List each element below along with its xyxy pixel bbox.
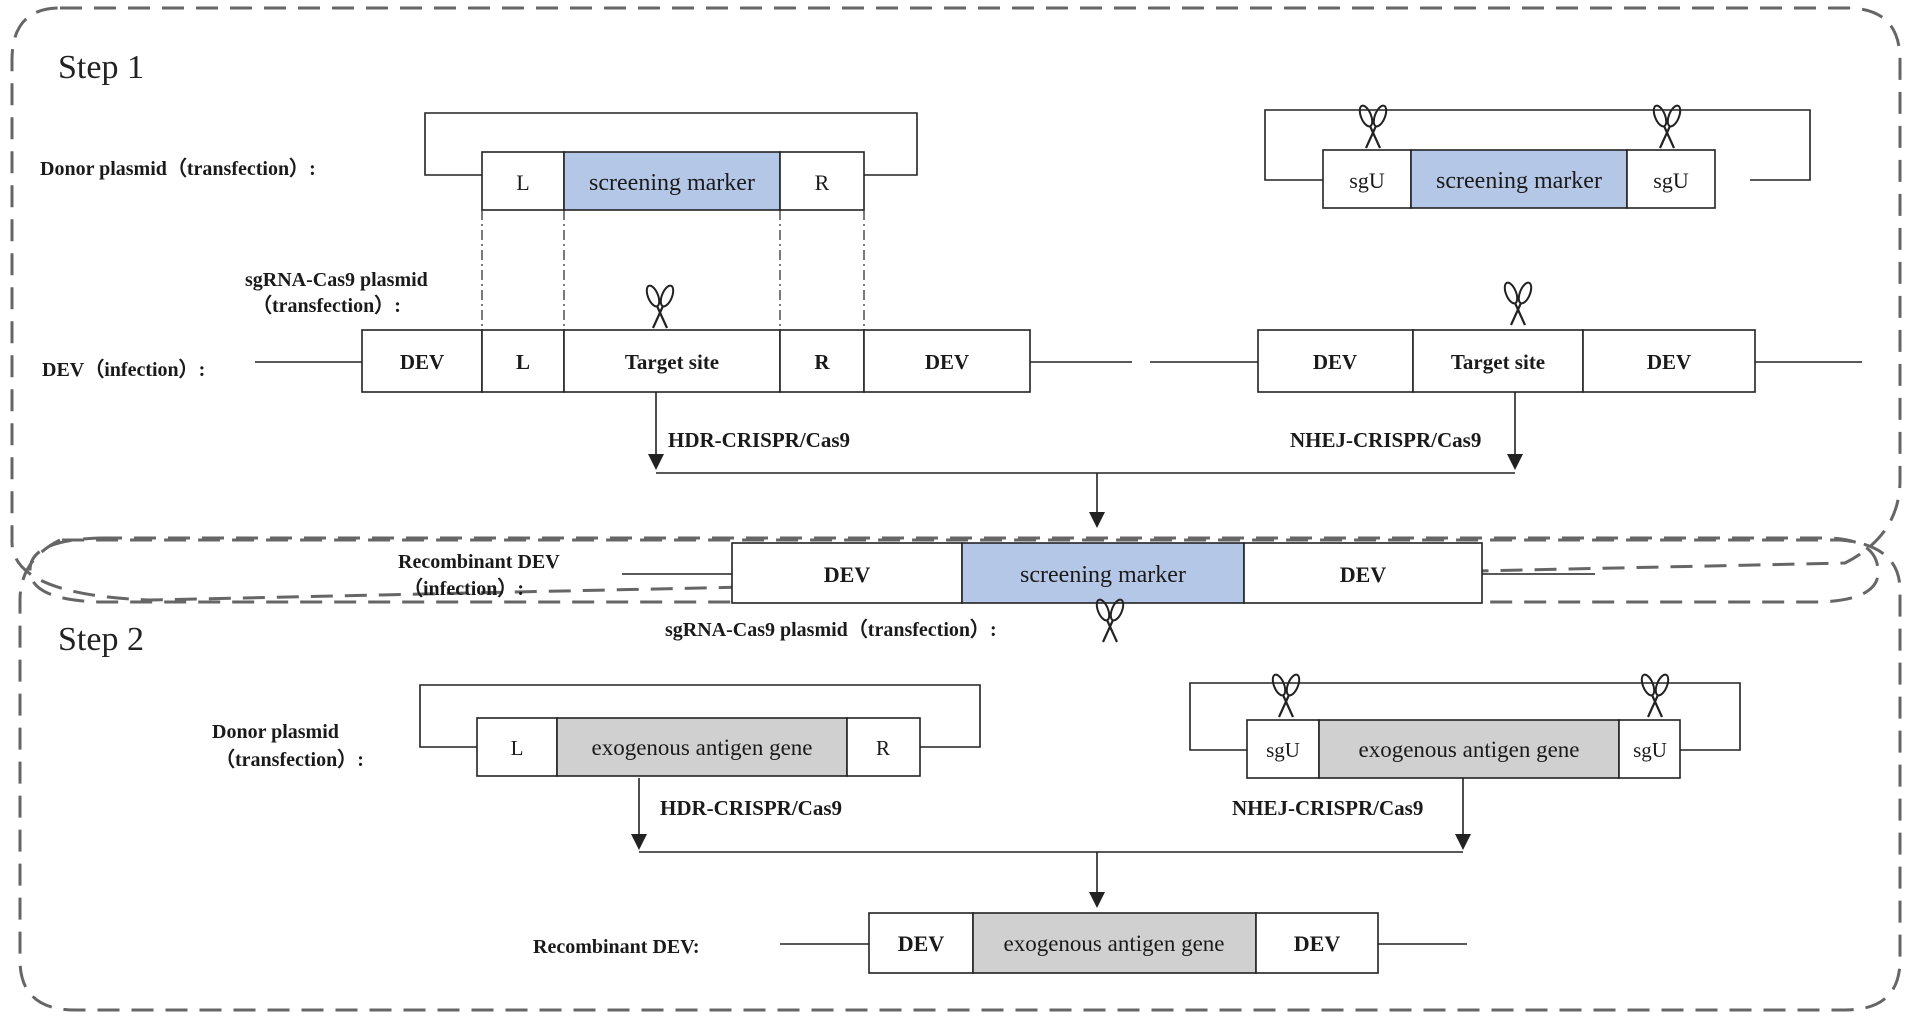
scissors-icon [643,282,677,330]
step1-donor-label: Donor plasmid（transfection）: [40,157,316,180]
nhej-donor-left-sgu: sgU [1349,168,1385,193]
step2-sgrna-label: sgRNA-Cas9 plasmid（transfection）: [665,618,997,641]
sgrna-plasmid-label: sgRNA-Cas9 plasmid [245,269,428,291]
step2-donor-label: Donor plasmid [212,721,339,743]
hdr-donor-right-arm: R [815,170,830,195]
final-recombinant-genome: DEV exogenous antigen gene DEV [868,912,1379,974]
nhej-donor-screening-marker: screening marker [1436,168,1602,194]
nhej-dev-segment: DEV [1647,350,1691,374]
hdr-dev-segment: DEV [400,350,444,374]
hdr-donor-plasmid-backbone [424,112,918,176]
nhej-dev-genome: DEV Target site DEV [1257,329,1756,393]
step2-frame [18,538,1902,1012]
step2-nhej-plasmid-backbone [1189,682,1741,751]
hdr-dev-left-arm: L [516,350,530,374]
nhej-donor-right-sgu: sgU [1653,168,1689,193]
recombinant-screening-marker: screening marker [1020,562,1186,588]
hdr-donor-screening-marker: screening marker [589,170,755,196]
nhej-donor-plasmid-backbone [1264,109,1811,181]
nhej-dev-segment: DEV [1313,350,1357,374]
hdr-dev-target-site: Target site [625,350,719,374]
scissors-icon [1638,671,1672,719]
final-dev-segment: DEV [898,931,945,956]
step2-hdr-donor-construct: L exogenous antigen gene R [476,717,921,777]
recombinant-dev-genome: DEV screening marker DEV [731,542,1483,604]
nhej-donor-construct: sgU screening marker sgU [1322,149,1716,209]
step2-nhej-left-sgu: sgU [1266,738,1300,762]
intermediate-frame [28,536,1880,604]
final-dev-segment: DEV [1294,931,1341,956]
nhej-dev-target-site: Target site [1451,350,1545,374]
final-antigen-gene: exogenous antigen gene [1004,931,1225,956]
step2-hdr-left-arm: L [511,736,524,760]
recombinant-dev-label: Recombinant DEV [398,551,560,573]
step2-hdr-right-arm: R [876,736,890,760]
step2-title: Step 2 [58,621,144,658]
hdr-dev-genome: DEV L Target site R DEV [361,329,1031,393]
hdr-donor-construct: L screening marker R [481,151,865,211]
recombinant-dev-label-sub: （infection）: [403,577,524,600]
hdr-dev-right-arm: R [814,350,830,374]
step2-hdr-plasmid-backbone [419,684,981,748]
scissors-icon [1269,671,1303,719]
hdr-dev-segment: DEV [925,350,969,374]
step2-nhej-donor-construct: sgU exogenous antigen gene sgU [1246,719,1681,779]
step2-nhej-method: NHEJ-CRISPR/Cas9 [1232,796,1423,820]
step2-hdr-antigen-gene: exogenous antigen gene [592,735,813,760]
step2-nhej-right-sgu: sgU [1633,738,1667,762]
step1-hdr-method: HDR-CRISPR/Cas9 [668,428,850,452]
recombinant-dev-segment: DEV [1340,562,1387,587]
step1-title: Step 1 [58,49,144,86]
step2-donor-label-sub: （transfection）: [215,748,364,771]
scissors-icon [1501,279,1535,327]
recombinant-dev-segment: DEV [824,562,871,587]
step1-frame [10,6,1902,602]
sgrna-plasmid-label-sub: （transfection）: [252,294,401,317]
hdr-donor-left-arm: L [516,170,529,195]
step2-hdr-method: HDR-CRISPR/Cas9 [660,796,842,820]
scissors-icon [1093,596,1127,644]
dev-infection-label: DEV（infection）: [42,358,205,381]
final-recombinant-label: Recombinant DEV: [533,936,700,958]
step1-nhej-method: NHEJ-CRISPR/Cas9 [1290,428,1481,452]
step2-nhej-antigen-gene: exogenous antigen gene [1359,737,1580,762]
